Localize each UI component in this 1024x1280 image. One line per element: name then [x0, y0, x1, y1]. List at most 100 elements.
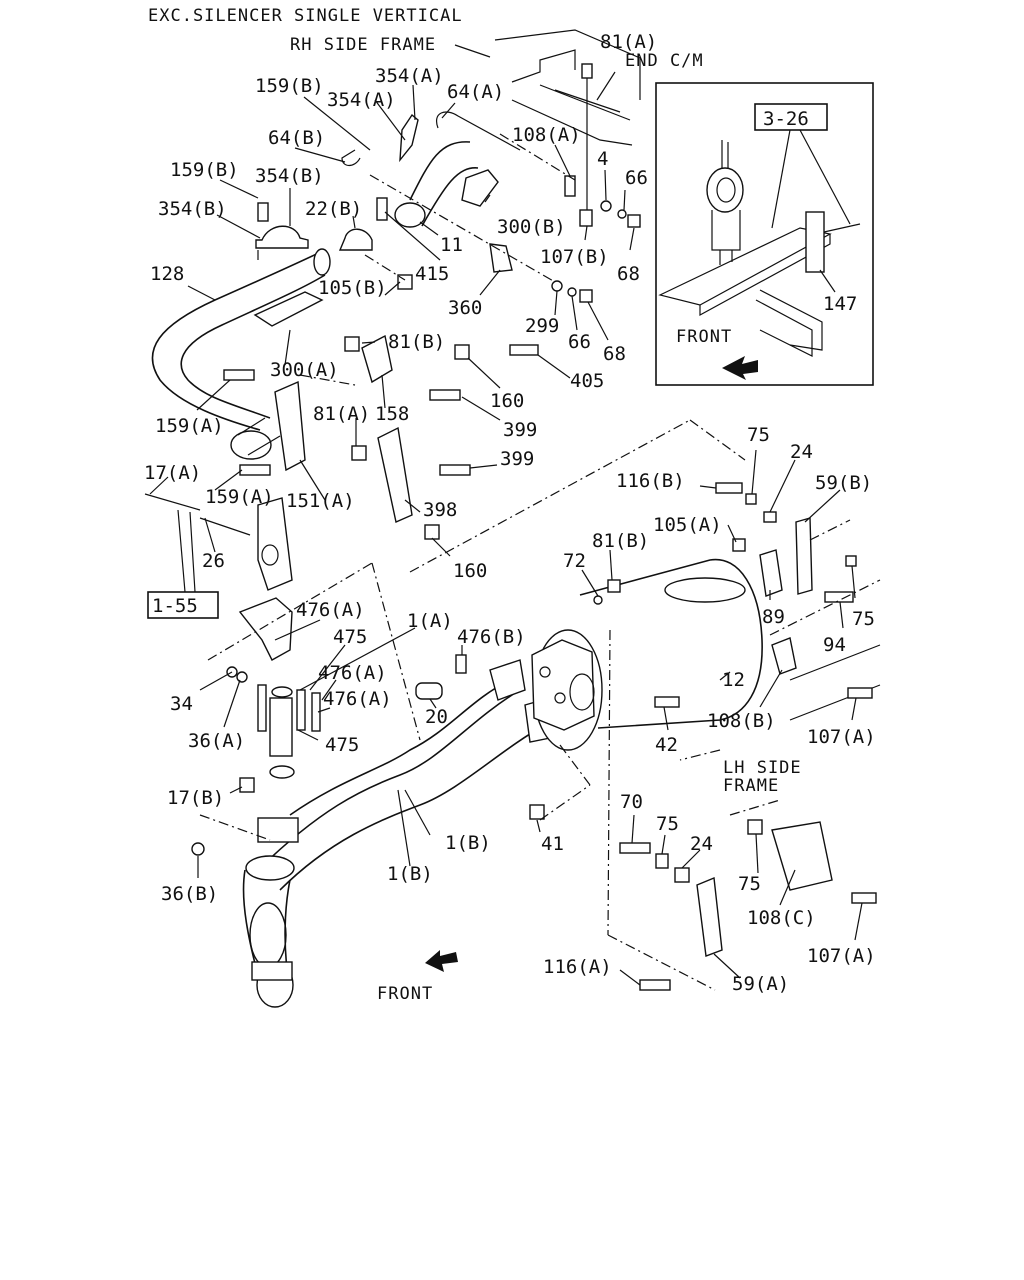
part-label-476b[interactable]: 476(B) — [457, 626, 526, 648]
part-label-147[interactable]: 147 — [823, 293, 857, 315]
part-label-475[interactable]: 475 — [325, 734, 359, 756]
part-label-476a[interactable]: 476(A) — [296, 599, 365, 621]
front-inset-label: FRONT — [676, 327, 732, 347]
part-label-64a[interactable]: 64(A) — [447, 81, 504, 103]
part-label-108a[interactable]: 108(A) — [512, 124, 581, 146]
part-label-89[interactable]: 89 — [762, 606, 785, 628]
part-label-22b[interactable]: 22(B) — [305, 198, 362, 220]
part-label-354b[interactable]: 354(B) — [158, 198, 227, 220]
part-label-105a[interactable]: 105(A) — [653, 514, 722, 536]
part-label-81a[interactable]: 81(A) — [313, 403, 370, 425]
part-label-159b[interactable]: 159(B) — [255, 75, 324, 97]
part-label-159b[interactable]: 159(B) — [170, 159, 239, 181]
part-label-81b[interactable]: 81(B) — [388, 331, 445, 353]
bolt-399-a — [429, 389, 461, 401]
clamp-354b — [255, 202, 309, 249]
part-label-36a[interactable]: 36(A) — [188, 730, 245, 752]
bolt-399-b — [439, 464, 471, 476]
part-label-475[interactable]: 475 — [333, 626, 367, 648]
bracket-360 — [489, 243, 513, 273]
part-label-1a[interactable]: 1(A) — [407, 610, 453, 632]
part-label-116a[interactable]: 116(A) — [543, 956, 612, 978]
part-label-66[interactable]: 66 — [625, 167, 648, 189]
part-label-68[interactable]: 68 — [603, 343, 626, 365]
part-label-59a[interactable]: 59(A) — [732, 973, 789, 995]
part-label-24[interactable]: 24 — [690, 833, 713, 855]
part-label-75[interactable]: 75 — [656, 813, 679, 835]
part-label-68[interactable]: 68 — [617, 263, 640, 285]
part-label-405[interactable]: 405 — [570, 370, 604, 392]
rh-side-frame-label: RH SIDE FRAME — [290, 35, 436, 55]
part-label-75[interactable]: 75 — [738, 873, 761, 895]
part-label-354b[interactable]: 354(B) — [255, 165, 324, 187]
bolt-42 — [654, 696, 680, 708]
part-label-107b[interactable]: 107(B) — [540, 246, 609, 268]
flex-pipe-11 — [394, 141, 479, 228]
washer-66-mid — [567, 287, 577, 297]
part-label-354a[interactable]: 354(A) — [375, 65, 444, 87]
part-label-108b[interactable]: 108(B) — [707, 710, 776, 732]
part-label-399[interactable]: 399 — [500, 448, 534, 470]
part-label-476a[interactable]: 476(A) — [318, 662, 387, 684]
washer-4 — [600, 200, 612, 212]
part-label-17b[interactable]: 17(B) — [167, 787, 224, 809]
part-label-75[interactable]: 75 — [747, 424, 770, 446]
bolt-405 — [509, 344, 539, 356]
part-label-72[interactable]: 72 — [563, 550, 586, 572]
studs-and-spacers — [191, 666, 321, 856]
part-label-1b[interactable]: 1(B) — [445, 832, 491, 854]
part-label-59b[interactable]: 59(B) — [815, 472, 872, 494]
part-label-20[interactable]: 20 — [425, 706, 448, 728]
part-label-81a[interactable]: 81(A) — [600, 31, 657, 53]
part-label-415[interactable]: 415 — [415, 263, 449, 285]
part-label-159a[interactable]: 159(A) — [205, 486, 274, 508]
part-label-66[interactable]: 66 — [568, 331, 591, 353]
part-label-105b[interactable]: 105(B) — [318, 277, 387, 299]
part-label-24[interactable]: 24 — [790, 441, 813, 463]
ref-3-26-text[interactable]: 3-26 — [763, 108, 809, 130]
bolt-94 — [824, 591, 854, 603]
part-label-108c[interactable]: 108(C) — [747, 907, 816, 929]
part-label-75[interactable]: 75 — [852, 608, 875, 630]
part-label-11[interactable]: 11 — [440, 234, 463, 256]
u-bolt-64a — [436, 111, 521, 151]
part-label-354a[interactable]: 354(A) — [327, 89, 396, 111]
part-label-12[interactable]: 12 — [722, 669, 745, 691]
part-label-36b[interactable]: 36(B) — [161, 883, 218, 905]
part-label-94[interactable]: 94 — [823, 634, 846, 656]
part-label-159a[interactable]: 159(A) — [155, 415, 224, 437]
part-label-151a[interactable]: 151(A) — [286, 490, 355, 512]
part-label-300a[interactable]: 300(A) — [270, 359, 339, 381]
part-label-158[interactable]: 158 — [375, 403, 409, 425]
part-label-116b[interactable]: 116(B) — [616, 470, 685, 492]
part-label-107a[interactable]: 107(A) — [807, 945, 876, 967]
part-label-64b[interactable]: 64(B) — [268, 127, 325, 149]
part-label-128[interactable]: 128 — [150, 263, 184, 285]
part-label-160[interactable]: 160 — [453, 560, 487, 582]
nut-81a-mid — [351, 445, 367, 461]
ref-1-55-text[interactable]: 1-55 — [152, 595, 198, 617]
part-label-17a[interactable]: 17(A) — [144, 462, 201, 484]
part-label-476a[interactable]: 476(A) — [323, 688, 392, 710]
bracket-354a — [399, 113, 419, 163]
part-label-70[interactable]: 70 — [620, 791, 643, 813]
part-label-34[interactable]: 34 — [170, 693, 193, 715]
part-label-399[interactable]: 399 — [503, 419, 537, 441]
part-label-4[interactable]: 4 — [597, 148, 608, 170]
part-label-41[interactable]: 41 — [541, 833, 564, 855]
part-label-300b[interactable]: 300(B) — [497, 216, 566, 238]
bolt-107a-2 — [851, 892, 877, 904]
part-label-1b[interactable]: 1(B) — [387, 863, 433, 885]
part-label-398[interactable]: 398 — [423, 499, 457, 521]
cushion-75-low — [655, 853, 669, 869]
sensor-20 — [415, 682, 443, 700]
nut-160-bot — [424, 524, 440, 540]
part-label-107a[interactable]: 107(A) — [807, 726, 876, 748]
part-label-360[interactable]: 360 — [448, 297, 482, 319]
part-label-26[interactable]: 26 — [202, 550, 225, 572]
part-label-160[interactable]: 160 — [490, 390, 524, 412]
part-label-299[interactable]: 299 — [525, 315, 559, 337]
part-label-42[interactable]: 42 — [655, 734, 678, 756]
part-label-81b[interactable]: 81(B) — [592, 530, 649, 552]
